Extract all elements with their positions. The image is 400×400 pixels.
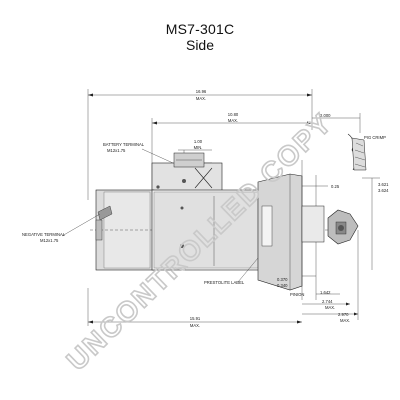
mid-length-sub: MAX. (228, 118, 238, 123)
overall-length-sub: MAX. (196, 96, 206, 101)
flange-diameter-dim: 3.621 3.624 (362, 177, 389, 270)
battery-terminal-thread: M12x1.75 (107, 148, 126, 153)
pinion-dim-a: 0.370 (277, 277, 288, 282)
right-offset-dim: 0.25 (302, 184, 340, 189)
terminal-height-sub: MIN. (194, 145, 203, 150)
negative-terminal-thread: M12x1.75 (40, 238, 59, 243)
bottom-length-value: 15.91 (190, 316, 201, 321)
pinion-gear (301, 205, 359, 245)
solenoid (151, 152, 223, 194)
top-right-dim-value: 2.000 (320, 113, 331, 118)
flange-dia-b: 3.624 (378, 188, 389, 193)
dim-2970-value: 2.970 (338, 312, 349, 317)
bottom-length-sub: MAX. (190, 323, 200, 328)
dim-2970-sub: MAX. (340, 318, 350, 323)
dimension-top-right: 2.000 (312, 113, 361, 133)
negative-terminal: NEGATIVE TERMINAL M12x1.75 (22, 205, 113, 243)
terminal-height-value: 1.00 (194, 139, 203, 144)
flange-dia-a: 3.621 (378, 182, 389, 187)
pinion-dims: 0.370 0.340 PINION 1.642 (277, 275, 340, 297)
pig-crimp-label: PIG CRIMP (364, 135, 386, 140)
dim-1642: 1.642 (320, 290, 331, 295)
drawing-title: MS7-301C (165, 21, 235, 37)
main-frame (151, 189, 261, 271)
dimension-bottom-length: 15.91 MAX. (87, 288, 302, 328)
pinion-dim-b: 0.340 (277, 283, 288, 288)
mid-length-value: 10.80 (228, 112, 239, 117)
dim-2744-line: 2.744 MAX. (302, 299, 350, 310)
view-subtitle: Side (185, 37, 215, 53)
pinion-label: PINION (290, 292, 304, 297)
dim-2744-value: 2.744 (322, 299, 333, 304)
battery-terminal-label: BATTERY TERMINAL (103, 142, 145, 147)
negative-terminal-label: NEGATIVE TERMINAL (22, 232, 66, 237)
nose-housing (257, 160, 317, 300)
pig-crimp-detail: PIG CRIMP (347, 133, 386, 171)
dim-2744-sub: MAX. (325, 305, 335, 310)
prestolite-label: PRESTOLITE LABEL (204, 280, 245, 285)
prestolite-label-callout: PRESTOLITE LABEL (204, 257, 259, 285)
overall-length-value: 16.96 (196, 89, 207, 94)
dim-2970-line: 2.970 MAX. (302, 230, 359, 323)
right-offset-value: 0.25 (331, 184, 340, 189)
